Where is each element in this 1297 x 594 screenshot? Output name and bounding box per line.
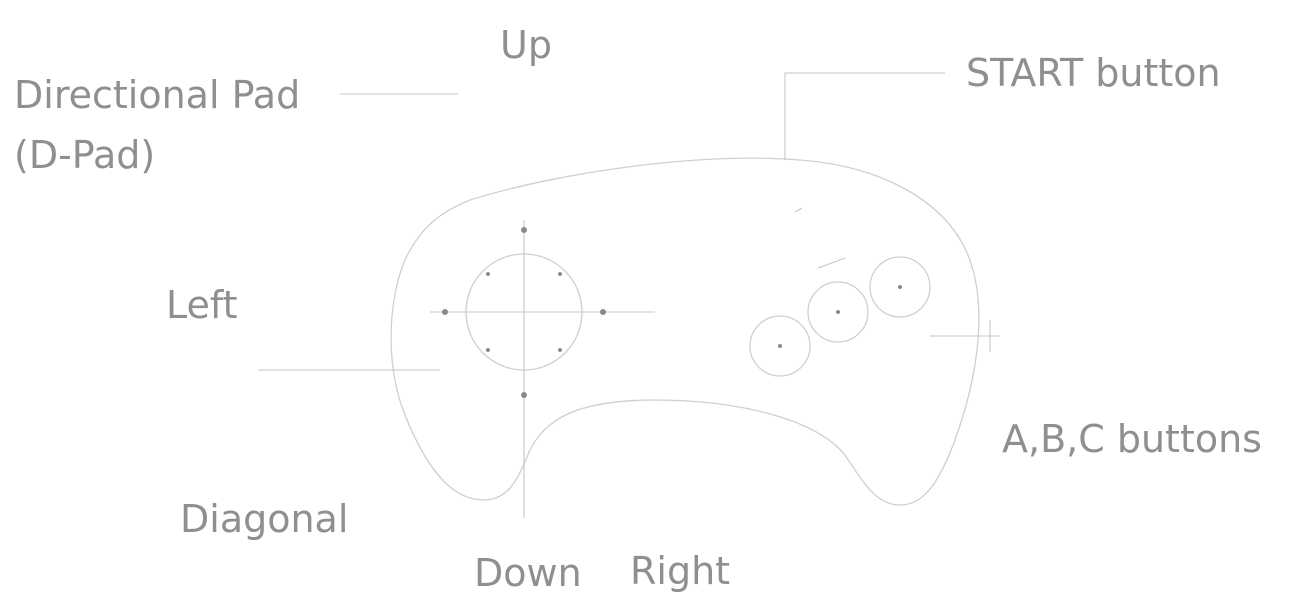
d-pad-up-dot — [521, 227, 527, 233]
controller-body-outline — [391, 158, 979, 505]
directional-pad-label: Directional Pad — [14, 73, 300, 117]
d-pad-diagonal-dot-bl — [486, 348, 490, 352]
abc-buttons-label: A,B,C buttons — [1002, 417, 1262, 461]
diagonal-label: Diagonal — [180, 497, 348, 541]
b-button-center — [836, 310, 840, 314]
start-button-mark-2 — [818, 258, 845, 268]
left-label: Left — [166, 283, 238, 327]
d-pad-diagonal-dot-br — [558, 348, 562, 352]
start-button-leader-line — [785, 73, 945, 160]
d-pad-left-dot — [442, 309, 448, 315]
start-button-label: START button — [966, 51, 1221, 95]
d-pad-diagonal-dot-tr — [558, 272, 562, 276]
d-pad-sublabel: (D-Pad) — [14, 133, 155, 177]
up-label: Up — [500, 23, 552, 67]
a-button-center — [778, 344, 782, 348]
right-label: Right — [630, 549, 730, 593]
d-pad-diagonal-dot-tl — [486, 272, 490, 276]
c-button-center — [898, 285, 902, 289]
start-button-mark — [795, 208, 802, 212]
d-pad-right-dot — [600, 309, 606, 315]
d-pad-down-dot — [521, 392, 527, 398]
down-label: Down — [474, 551, 582, 594]
